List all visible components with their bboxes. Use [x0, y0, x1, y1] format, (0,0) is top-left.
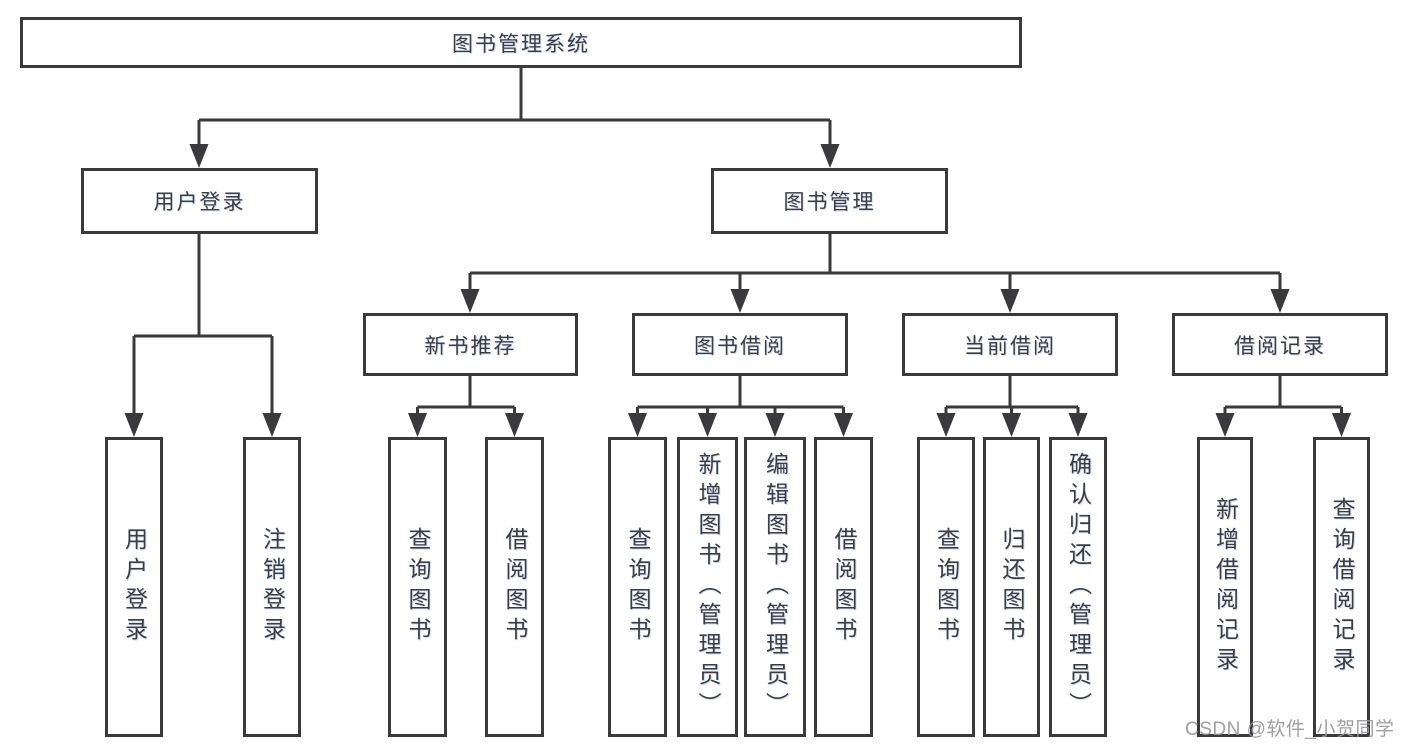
node-book-management: 图书管理 [711, 168, 948, 234]
leaf-records-add-borrow-record: 新增借阅记录 [1197, 437, 1253, 737]
leaf-borrowing-edit-books-admin-label: 编辑图书（管理员） [762, 452, 789, 722]
node-user-login: 用户登录 [81, 168, 318, 234]
arrowheads [124, 144, 1351, 437]
leaf-borrowing-query-books: 查询图书 [608, 437, 667, 737]
leaf-newbook-query-books-label: 查询图书 [405, 527, 431, 647]
leaf-user-login: 用户登录 [105, 437, 163, 737]
csdn-watermark: CSDN @软件_小贺同学 [1185, 719, 1395, 740]
leaf-logout: 注销登录 [243, 437, 301, 737]
node-book-borrowing: 图书借阅 [632, 313, 848, 376]
leaf-current-return-books-label: 归还图书 [999, 527, 1025, 647]
leaf-user-login-label: 用户登录 [121, 527, 148, 647]
leaf-current-query-books-label: 查询图书 [933, 527, 960, 647]
node-book-management-label: 图书管理 [783, 191, 876, 214]
leaf-borrowing-query-books-label: 查询图书 [625, 527, 651, 647]
node-user-login-label: 用户登录 [153, 191, 246, 214]
node-new-book-recommendation: 新书推荐 [363, 313, 578, 376]
node-root-library-system: 图书管理系统 [20, 17, 1022, 68]
node-current-borrowing: 当前借阅 [902, 313, 1118, 376]
leaf-borrowing-add-books-admin-label: 新增图书（管理员） [695, 452, 721, 722]
node-current-borrowing-label: 当前借阅 [964, 334, 1056, 358]
node-root-label: 图书管理系统 [452, 32, 590, 56]
leaf-records-query-borrow-record: 查询借阅记录 [1313, 437, 1370, 737]
leaf-borrowing-borrow-books-label: 借阅图书 [831, 527, 857, 647]
leaf-current-query-books: 查询图书 [917, 437, 975, 737]
node-borrowing-records: 借阅记录 [1172, 313, 1388, 376]
leaf-records-add-borrow-record-label: 新增借阅记录 [1212, 497, 1239, 677]
node-new-book-recommendation-label: 新书推荐 [424, 334, 517, 358]
leaf-current-return-books: 归还图书 [983, 437, 1040, 737]
leaf-newbook-borrow-books-label: 借阅图书 [502, 527, 528, 647]
leaf-logout-label: 注销登录 [259, 527, 286, 647]
leaf-newbook-borrow-books: 借阅图书 [485, 437, 544, 737]
leaf-borrowing-add-books-admin: 新增图书（管理员） [677, 437, 738, 737]
leaf-borrowing-edit-books-admin: 编辑图书（管理员） [744, 437, 806, 737]
leaf-records-query-borrow-record-label: 查询借阅记录 [1329, 497, 1355, 677]
leaf-current-confirm-return-admin-label: 确认归还（管理员） [1065, 452, 1092, 722]
node-borrowing-records-label: 借阅记录 [1234, 334, 1326, 358]
leaf-current-confirm-return-admin: 确认归还（管理员） [1049, 437, 1107, 737]
leaf-borrowing-borrow-books: 借阅图书 [814, 437, 873, 737]
leaf-newbook-query-books: 查询图书 [388, 437, 447, 737]
node-book-borrowing-label: 图书借阅 [694, 334, 786, 358]
